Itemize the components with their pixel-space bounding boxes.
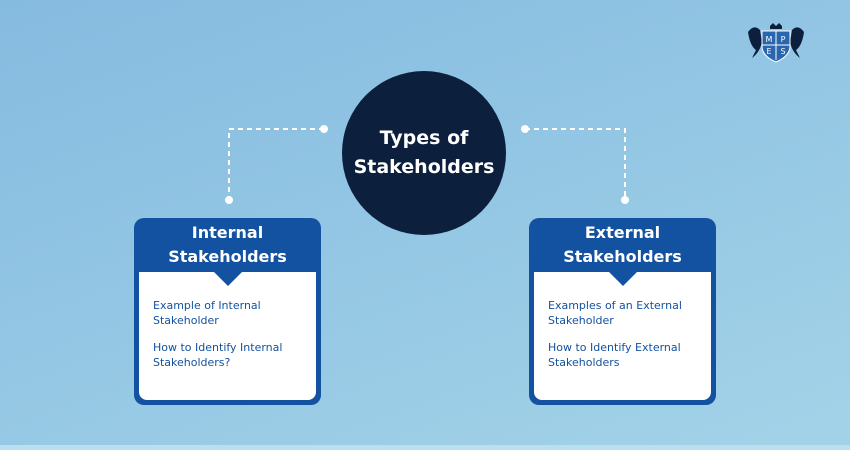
- card-title-line1: External: [584, 223, 661, 242]
- bottom-strip: [0, 445, 850, 450]
- list-item[interactable]: Example of Internal Stakeholder: [153, 299, 261, 327]
- svg-text:S: S: [780, 47, 785, 56]
- card-title-line2: Stakeholders: [563, 247, 682, 266]
- pointer-triangle: [213, 272, 242, 286]
- center-node: Types of Stakeholders: [342, 71, 506, 235]
- connector-left: [228, 128, 324, 200]
- list-item[interactable]: Examples of an External Stakeholder: [548, 299, 682, 327]
- connector-dot: [521, 125, 529, 133]
- svg-text:P: P: [781, 35, 786, 44]
- connector-dot: [320, 125, 328, 133]
- svg-text:E: E: [766, 47, 771, 56]
- list-item[interactable]: How to Identify Internal Stakeholders?: [153, 341, 283, 369]
- pointer-triangle: [608, 272, 637, 286]
- connector-dot: [621, 196, 629, 204]
- svg-text:M: M: [766, 35, 773, 44]
- list-item[interactable]: How to Identify External Stakeholders: [548, 341, 681, 369]
- center-title-line1: Types of: [379, 127, 469, 149]
- mpes-logo-icon: M P E S: [748, 23, 804, 63]
- card-body: Examples of an External Stakeholder How …: [534, 272, 711, 400]
- connector-dot: [225, 196, 233, 204]
- center-title-line2: Stakeholders: [353, 156, 495, 178]
- card-title-line2: Stakeholders: [168, 247, 287, 266]
- card-body: Example of Internal Stakeholder How to I…: [139, 272, 316, 400]
- card-title-line1: Internal: [191, 223, 264, 242]
- connector-right: [525, 128, 626, 200]
